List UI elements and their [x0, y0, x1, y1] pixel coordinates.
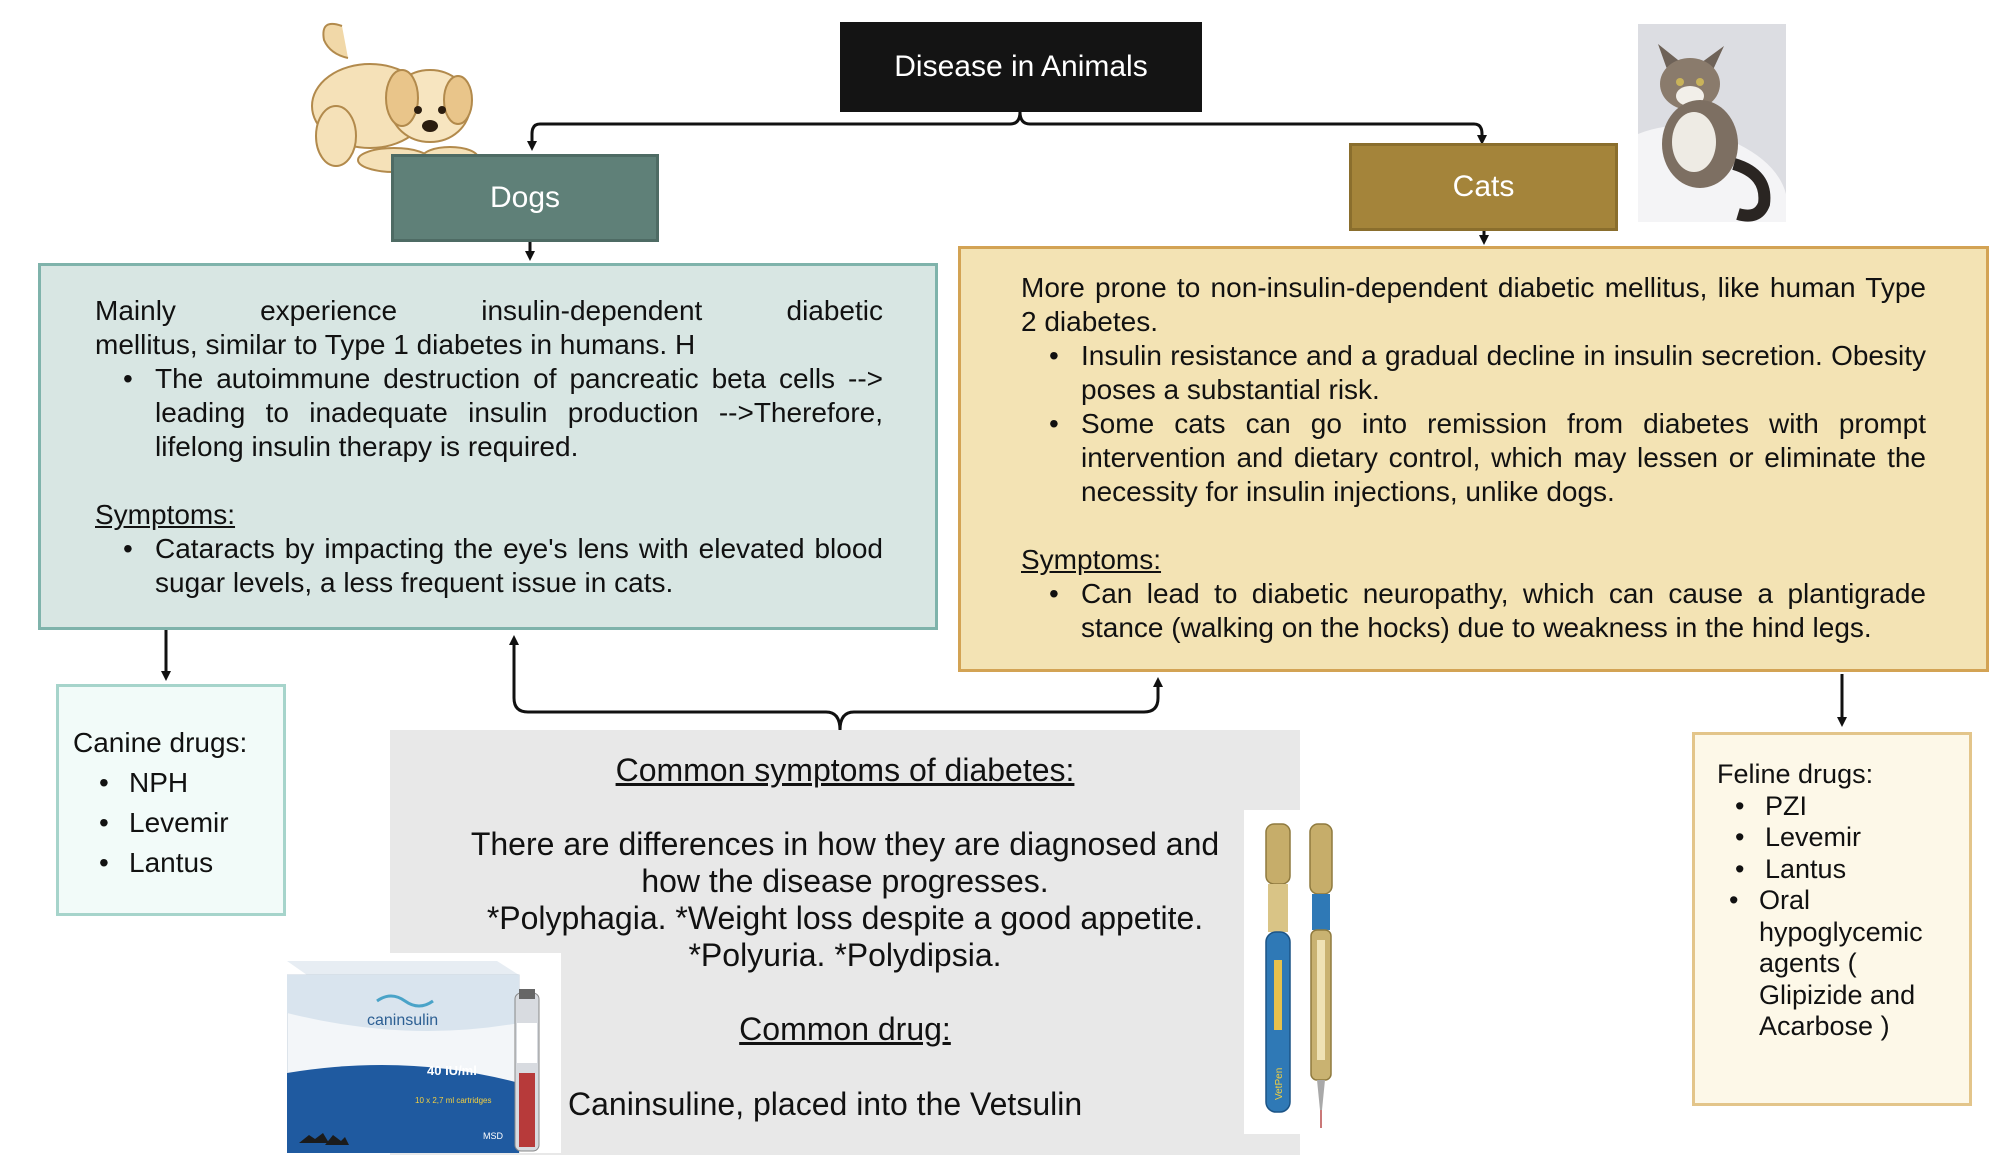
common-drug-item: Caninsuline, placed into the Vetsulin — [534, 1086, 1082, 1123]
canine-drugs-heading: Canine drugs: — [73, 727, 248, 758]
feline-drug-item: Lantus — [1735, 854, 1969, 886]
common-line: *Polyphagia. *Weight loss despite a good… — [486, 900, 1204, 936]
dogs-intro-line1: Mainly experience insulin-dependent diab… — [95, 295, 883, 326]
feline-drug-item: PZI — [1735, 791, 1969, 823]
dogs-intro-line2: mellitus, similar to Type 1 diabetes in … — [95, 329, 696, 360]
dogs-info-panel: Mainly experience insulin-dependent diab… — [38, 263, 938, 630]
cats-bullet-insulin-resistance: Insulin resistance and a gradual decline… — [1049, 339, 1926, 407]
common-symptoms-text: Common symptoms of diabetes: There are d… — [440, 752, 1250, 1048]
box-detail-text: 10 x 2,7 ml cartridges — [415, 1096, 491, 1105]
common-to-dogs-arrow — [509, 635, 842, 731]
feline-drugs-heading: Feline drugs: — [1717, 759, 1874, 789]
common-symptoms-heading: Common symptoms of diabetes: — [615, 752, 1075, 788]
cat-photo — [1638, 24, 1786, 222]
dogs-label-box: Dogs — [391, 154, 659, 242]
canine-drugs-list: NPH Levemir Lantus — [73, 763, 283, 883]
box-brand-text: caninsulin — [367, 1012, 438, 1029]
cats-bullet-list: Insulin resistance and a gradual decline… — [1021, 339, 1926, 509]
cats-symptom-neuropathy: Can lead to diabetic neuropathy, which c… — [1049, 577, 1926, 645]
common-line: There are differences in how they are di… — [470, 826, 1220, 862]
title-to-dogs-arrow — [527, 111, 1022, 151]
box-strength-text: 40 IU/ml — [427, 1063, 477, 1078]
feline-drug-item: Oral hypoglycemic agents ( Glipizide and… — [1729, 885, 1929, 1043]
cats-bullet-remission: Some cats can go into remission from dia… — [1049, 407, 1926, 509]
canine-drug-item: Lantus — [99, 843, 283, 883]
cats-label-box: Cats — [1349, 143, 1618, 231]
insulin-pens-illustration: VetPen — [1265, 823, 1333, 1128]
cats-symptom-list: Can lead to diabetic neuropathy, which c… — [1021, 577, 1926, 645]
feline-drugs-box: Feline drugs: PZI Levemir Lantus Oral hy… — [1692, 732, 1972, 1106]
common-line: how the disease progresses. — [641, 863, 1049, 899]
diagram-title-text: Disease in Animals — [894, 50, 1148, 83]
pen-label-text: VetPen — [1274, 1068, 1285, 1100]
dogs-symptoms-heading: Symptoms: — [95, 499, 236, 530]
cats-info-panel: More prone to non-insulin-dependent diab… — [958, 246, 1989, 672]
caninsulin-box-illustration: caninsulin 40 IU/ml 10 x 2,7 ml cartridg… — [287, 961, 540, 1153]
feline-drugs-list: PZI Levemir Lantus Oral hypoglycemic age… — [1717, 791, 1969, 1043]
dogs-bullet-autoimmune: The autoimmune destruction of pancreatic… — [123, 362, 883, 464]
box-maker-text: MSD — [483, 1131, 504, 1141]
cats-intro: More prone to non-insulin-dependent diab… — [1021, 272, 1926, 337]
puppy-illustration — [311, 22, 479, 173]
canine-drug-item: Levemir — [99, 803, 283, 843]
insulin-pens-image: VetPen — [1244, 810, 1342, 1134]
caninsulin-box-image: caninsulin 40 IU/ml 10 x 2,7 ml cartridg… — [287, 953, 561, 1153]
dogs-symptom-cataracts: Cataracts by impacting the eye's lens wi… — [123, 532, 883, 600]
cats-label: Cats — [1452, 170, 1515, 203]
common-drug-heading: Common drug: — [739, 1011, 951, 1047]
dogs-symptom-list: Cataracts by impacting the eye's lens wi… — [95, 532, 883, 600]
diagram-title: Disease in Animals — [840, 22, 1202, 112]
common-line: *Polyuria. *Polydipsia. — [688, 937, 1002, 973]
canine-drug-item: NPH — [99, 763, 283, 803]
cat-photo-illustration — [1638, 24, 1786, 222]
title-to-cats-arrow — [1018, 111, 1487, 145]
common-to-cats-arrow — [838, 677, 1163, 731]
dogs-label: Dogs — [489, 181, 561, 214]
cats-symptoms-heading: Symptoms: — [1021, 544, 1162, 575]
feline-drug-item: Levemir — [1735, 822, 1969, 854]
canine-drugs-box: Canine drugs: NPH Levemir Lantus — [56, 684, 286, 916]
dogs-bullet-list: The autoimmune destruction of pancreatic… — [95, 362, 883, 464]
